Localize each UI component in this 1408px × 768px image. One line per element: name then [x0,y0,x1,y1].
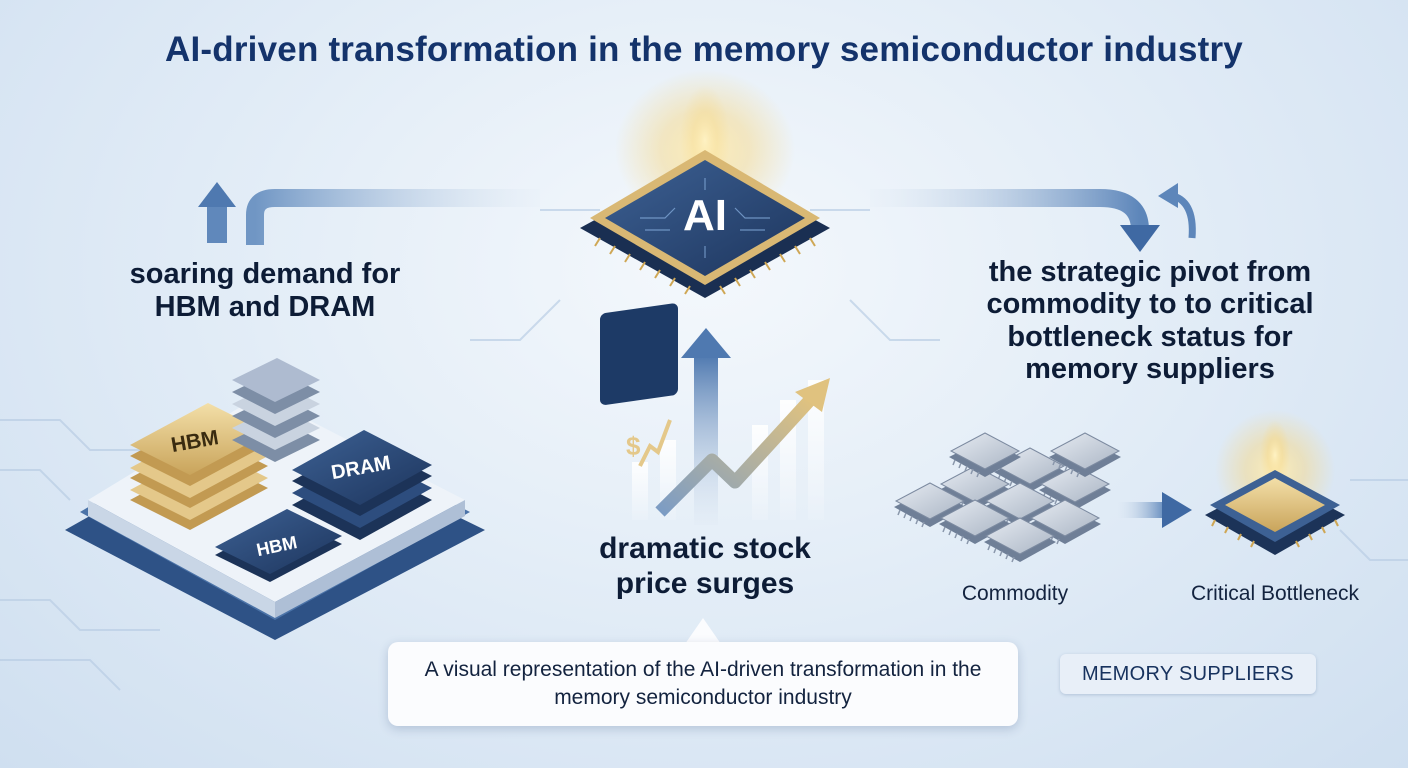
memory-suppliers-badge: MEMORY SUPPLIERS [1060,654,1316,694]
circuit-traces [0,209,1408,691]
critical-chip [1205,470,1345,555]
commodity-chip [949,432,1021,478]
callout-pointer [685,618,721,644]
pivot-caption: the strategic pivot from commodity to to… [986,256,1314,386]
critical-bottleneck-label: Critical Bottleneck [1190,582,1360,605]
arrow-down-icon [1120,225,1160,252]
commodity-chip [984,517,1056,563]
memory-stack-grey [232,358,320,462]
page-title: AI-driven transformation in the memory s… [165,30,1243,69]
curved-arrow-icon [246,189,540,245]
stock-chart-icon [632,378,830,520]
commodity-chips [894,432,1121,563]
callout-box: A visual representation of the AI-driven… [388,642,1018,726]
dram-stack: DRAM [292,430,432,540]
commodity-chip [894,482,966,528]
commodity-chip [1039,465,1111,511]
demand-caption: soaring demand for HBM and DRAM [129,258,401,324]
stock-caption: dramatic stock price surges [599,532,811,600]
arrow-up-center [681,328,731,525]
arrow-right-icon [1118,492,1192,528]
arrow-up-icon [198,182,236,243]
commodity-chip [1049,432,1121,478]
connector-right [870,189,1149,231]
ai-label: AI [683,191,727,240]
commodity-chip [939,499,1011,545]
commodity-label: Commodity [961,582,1069,605]
hbm-chip-small: HBM [215,509,342,582]
ai-chip: AI [580,150,830,298]
hbm-stack-gold: HBM [130,403,268,530]
dollar-symbol: $ [626,431,641,461]
dollar-trend-icon: $ [600,303,678,467]
memory-board: HBM DRAM HBM [65,358,485,640]
